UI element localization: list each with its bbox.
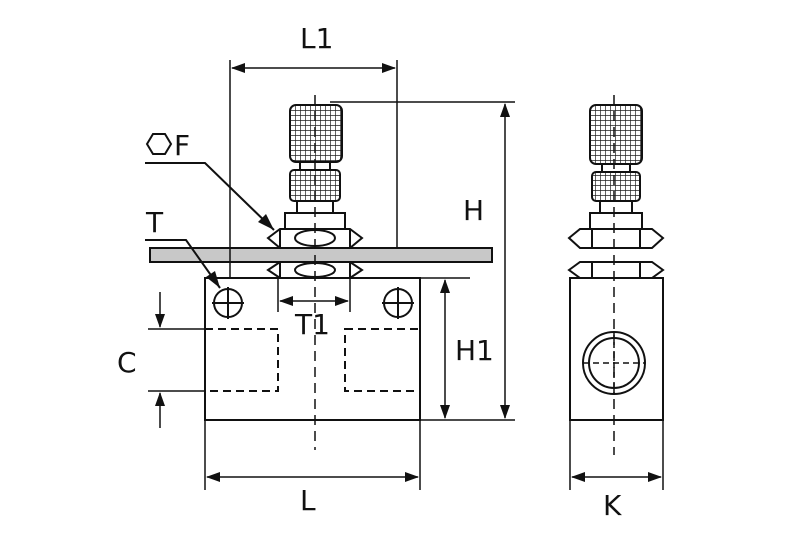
label-H: H [463,194,484,227]
hidden-port-right [344,328,421,392]
label-L: L [300,484,316,517]
side-upper-nut [567,228,665,249]
side-lower-nut [567,261,665,279]
label-T: T [145,206,164,239]
label-T1: T1 [294,308,330,341]
label-K: K [603,489,622,522]
side-view [567,95,665,455]
front-view [149,95,493,450]
label-F: F [174,129,190,162]
label-H1: H1 [455,334,494,367]
leader-F [145,162,275,231]
side-lower-knurl [591,171,641,202]
hidden-port-left [204,328,279,392]
label-C: C [117,346,137,379]
side-knob [589,104,643,165]
dimension-lines [145,60,664,490]
leader-T [145,239,221,289]
adjustment-knob [289,104,343,163]
label-L1: L1 [300,22,333,55]
hex-icon [145,133,173,155]
